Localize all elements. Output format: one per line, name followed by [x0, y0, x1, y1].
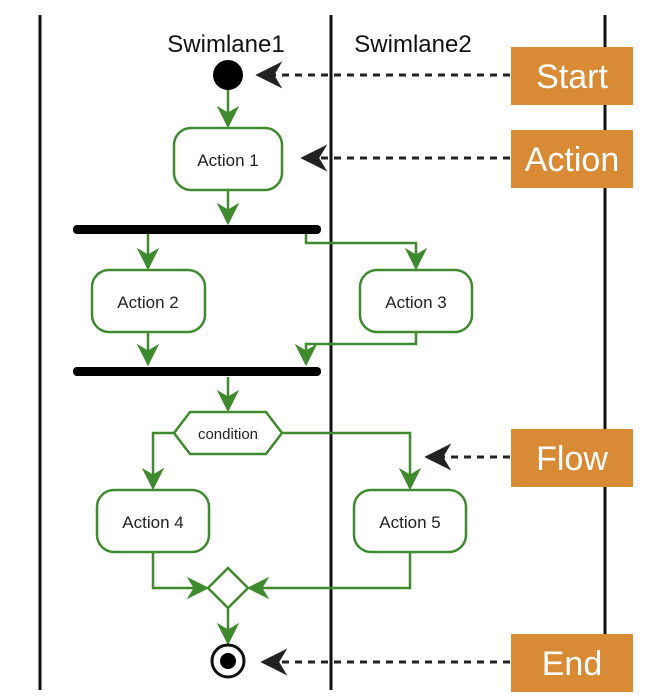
- action-2-label: Action 2: [117, 293, 178, 312]
- action-node-5: Action 5: [352, 488, 468, 554]
- action-node-1: Action 1: [172, 126, 284, 192]
- start-node: [213, 60, 243, 90]
- condition-label: condition: [198, 426, 258, 443]
- action-4-label: Action 4: [122, 513, 183, 532]
- join-bar: [73, 367, 321, 376]
- swimlane-2-title: Swimlane2: [354, 31, 471, 58]
- fork-bar: [73, 225, 321, 234]
- swimlane-1-title: Swimlane1: [167, 31, 284, 58]
- callout-flow-text: Flow: [536, 440, 608, 478]
- callout-flow: Flow: [511, 429, 633, 487]
- edge-action4-to-merge: [151, 552, 210, 600]
- end-node: [210, 643, 246, 679]
- edge-action5-to-merge: [246, 552, 412, 600]
- action-node-2: Action 2: [90, 268, 207, 334]
- action-node-4: Action 4: [95, 488, 211, 554]
- edge-condition-to-action5: [282, 431, 422, 491]
- action-3-label: Action 3: [385, 293, 446, 312]
- merge-node: [206, 566, 250, 610]
- action-1-label: Action 1: [197, 151, 258, 170]
- action-node-3: Action 3: [358, 268, 474, 334]
- edge-condition-to-action4: [141, 431, 174, 491]
- callout-action: Action: [511, 130, 633, 188]
- callout-end-text: End: [542, 645, 603, 683]
- callout-action-text: Action: [525, 141, 620, 179]
- callout-start: Start: [511, 47, 633, 105]
- condition-node: condition: [172, 410, 284, 456]
- flow-edges: [136, 90, 428, 646]
- callout-pointers: [255, 61, 510, 676]
- edge-fork-to-action3: [304, 234, 428, 271]
- edge-action3-to-join: [294, 332, 418, 367]
- callout-end: End: [511, 634, 633, 692]
- action-5-label: Action 5: [379, 513, 440, 532]
- callout-start-text: Start: [536, 58, 608, 96]
